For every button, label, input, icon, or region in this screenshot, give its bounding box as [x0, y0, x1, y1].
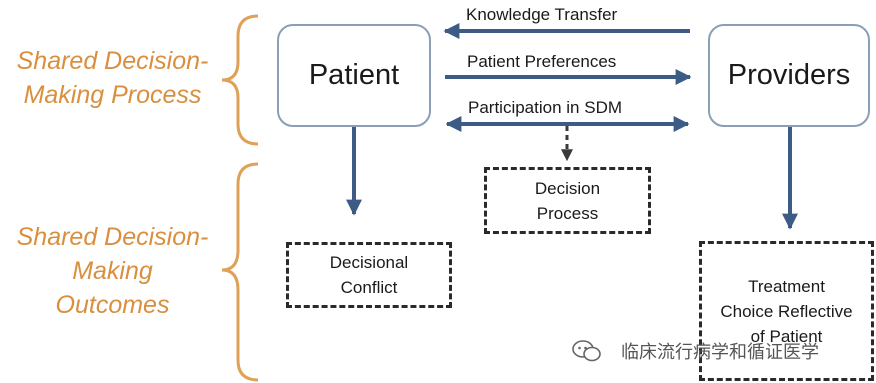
treatment-choice-node: Treatment Choice Reflective of Patient	[699, 241, 874, 381]
knowledge-transfer-label: Knowledge Transfer	[466, 5, 618, 24]
watermark-text: 临床流行病学和循证医学	[621, 342, 820, 362]
process-label: Shared Decision- Making Process	[16, 47, 209, 109]
providers-node: Providers	[708, 24, 870, 127]
wechat-icon	[572, 340, 601, 362]
watermark: 临床流行病学和循证医学	[572, 338, 819, 364]
participation-label: Participation in SDM	[468, 98, 623, 117]
process-brace	[221, 14, 259, 146]
outcomes-brace	[221, 162, 259, 382]
outcomes-label: Shared Decision- Making Outcomes	[16, 223, 209, 319]
decision-process-node: Decision Process	[484, 167, 651, 234]
decisional-conflict-node: Decisional Conflict	[286, 242, 452, 308]
patient-node: Patient	[277, 24, 431, 127]
patient-preferences-label: Patient Preferences	[467, 52, 617, 71]
